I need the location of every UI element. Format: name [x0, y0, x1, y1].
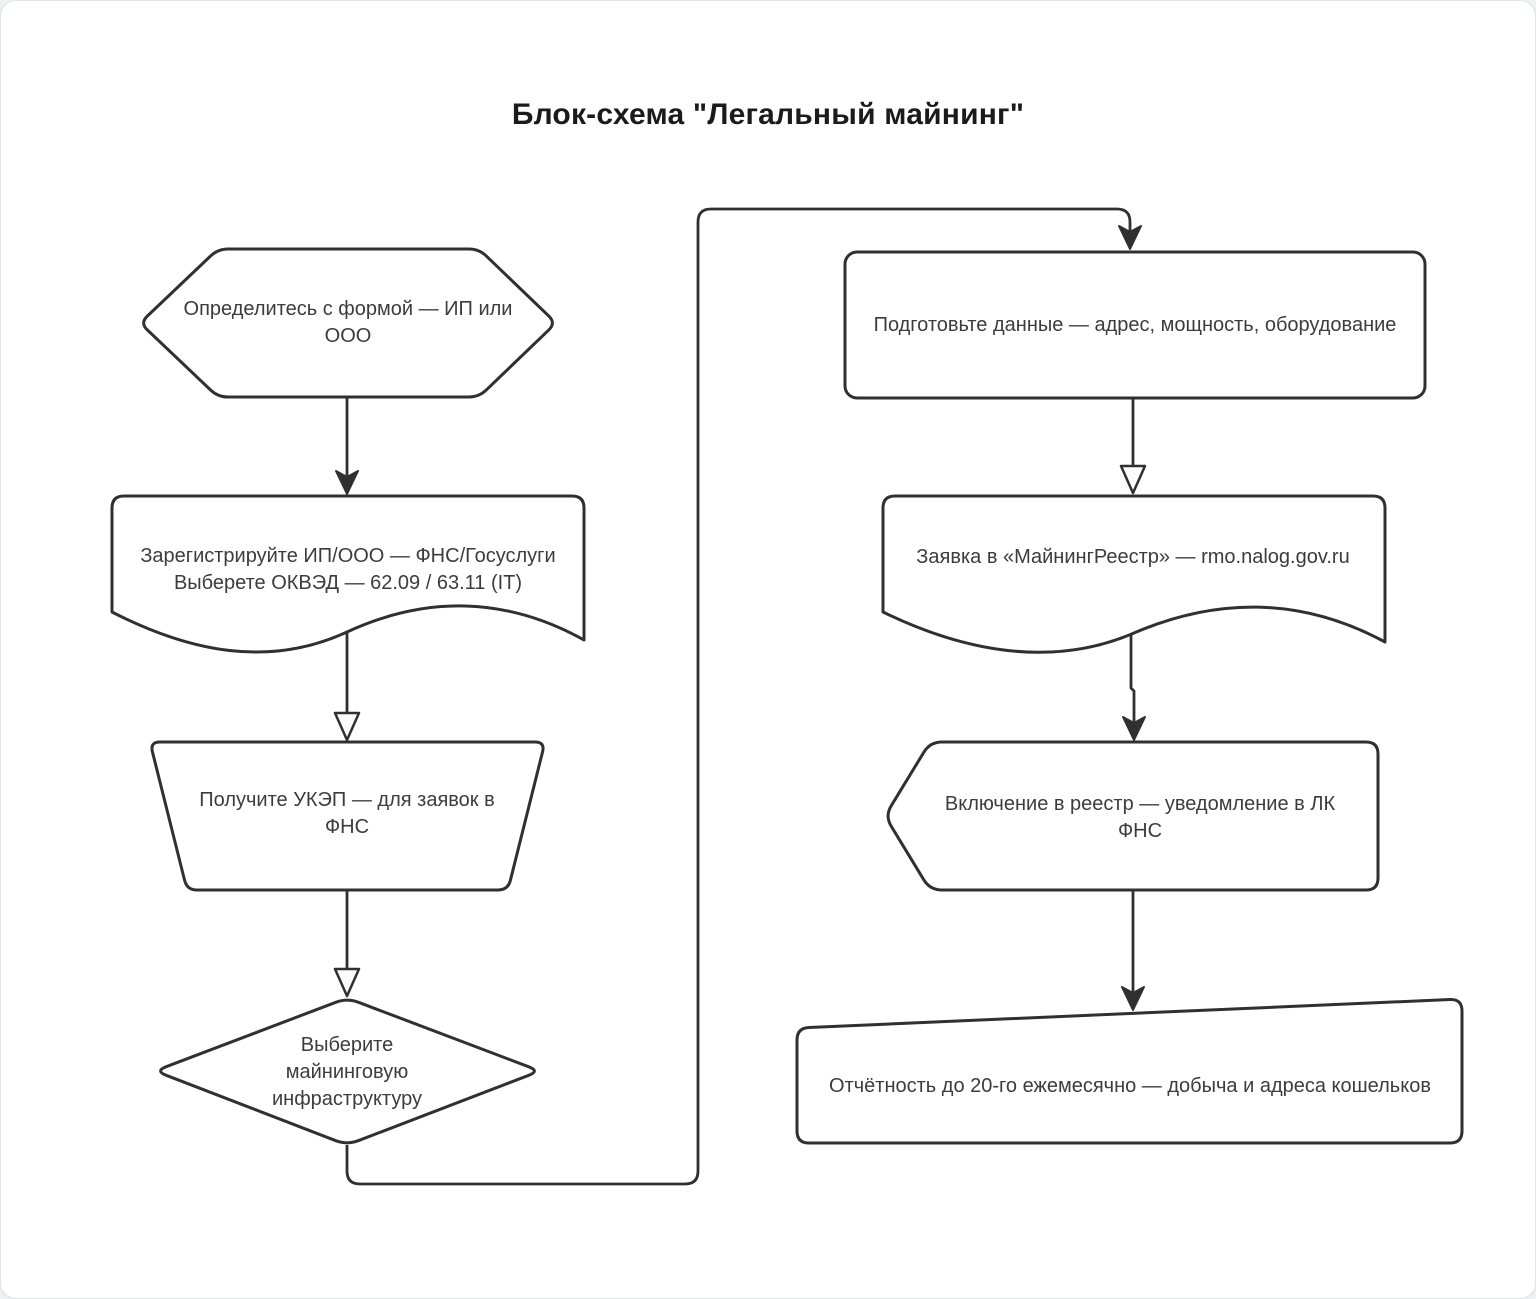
node-label-line: ФНС — [1117, 820, 1163, 842]
node-label-choose-infrastructure: Выберите майнинговую инфраструктуру — [197, 1032, 497, 1113]
node-label-registry-inclusion: Включение в реестр — уведомление в ЛК ФН… — [910, 791, 1370, 845]
diagram-title: Блок-схема "Легальный майнинг" — [511, 98, 1025, 131]
connector-application-to-inclusion — [1129, 634, 1136, 722]
arrowhead-hollow-into-application — [1119, 464, 1147, 495]
arrowhead-hollow-into-get-ukep — [333, 711, 361, 742]
node-label-prepare-data: Подготовьте данные — адрес, мощность, об… — [855, 312, 1415, 339]
arrowhead-hollow-into-diamond — [333, 967, 361, 998]
node-label-register: Зарегистрируйте ИП/ООО — ФНС/Госуслуги В… — [108, 543, 588, 597]
node-shape-choose-form-hexagon — [142, 247, 554, 399]
node-label-registry-application: Заявка в «МайнингРеестр» — rmo.nalog.gov… — [873, 544, 1393, 571]
node-label-line: Зарегистрируйте ИП/ООО — ФНС/Госуслуги — [140, 545, 556, 567]
node-shape-choose-infrastructure-diamond — [159, 998, 536, 1145]
node-label-line: Отчётность до 20-го ежемесячно — добыча … — [829, 1075, 1431, 1097]
node-label-line: ФНС — [324, 816, 370, 838]
arrowhead-filled-into-reporting — [1121, 986, 1145, 1011]
node-label-line: Определитесь с формой — ИП или — [183, 298, 513, 320]
node-shape-registry-application-document — [881, 494, 1387, 654]
node-label-line: Включение в реестр — уведомление в ЛК — [944, 793, 1336, 815]
node-label-reporting: Отчётность до 20-го ежемесячно — добыча … — [810, 1073, 1450, 1100]
node-shape-reporting-slanted-rectangle — [795, 997, 1464, 1145]
node-shape-prepare-data-rectangle — [843, 250, 1427, 400]
node-label-line: Получите УКЭП — для заявок в — [199, 789, 495, 811]
node-label-line: инфраструктуру — [271, 1088, 422, 1110]
node-label-line: Выберите — [300, 1034, 394, 1056]
node-shape-register-document — [110, 494, 586, 654]
arrowhead-filled-into-inclusion — [1122, 716, 1146, 741]
node-label-choose-form: Определитесь с формой — ИП или ООО — [148, 296, 548, 350]
arrowhead-filled-into-prepare-data — [1118, 225, 1142, 250]
node-label-line: Выберете ОКВЭД — 62.09 / 63.11 (IT) — [173, 572, 523, 594]
node-label-get-ukep: Получите УКЭП — для заявок в ФНС — [147, 787, 547, 841]
arrowhead-filled-into-register — [335, 470, 359, 495]
node-shape-get-ukep-trapezoid — [150, 740, 545, 892]
node-label-line: майнинговую — [285, 1061, 409, 1083]
node-label-line: Подготовьте данные — адрес, мощность, об… — [873, 314, 1397, 336]
node-shape-registry-inclusion-pentagon — [886, 740, 1380, 892]
node-label-line: ООО — [324, 325, 372, 347]
node-label-line: Заявка в «МайнингРеестр» — rmo.nalog.gov… — [916, 546, 1350, 568]
connector-diamond-to-prepare-data — [345, 207, 1132, 1186]
